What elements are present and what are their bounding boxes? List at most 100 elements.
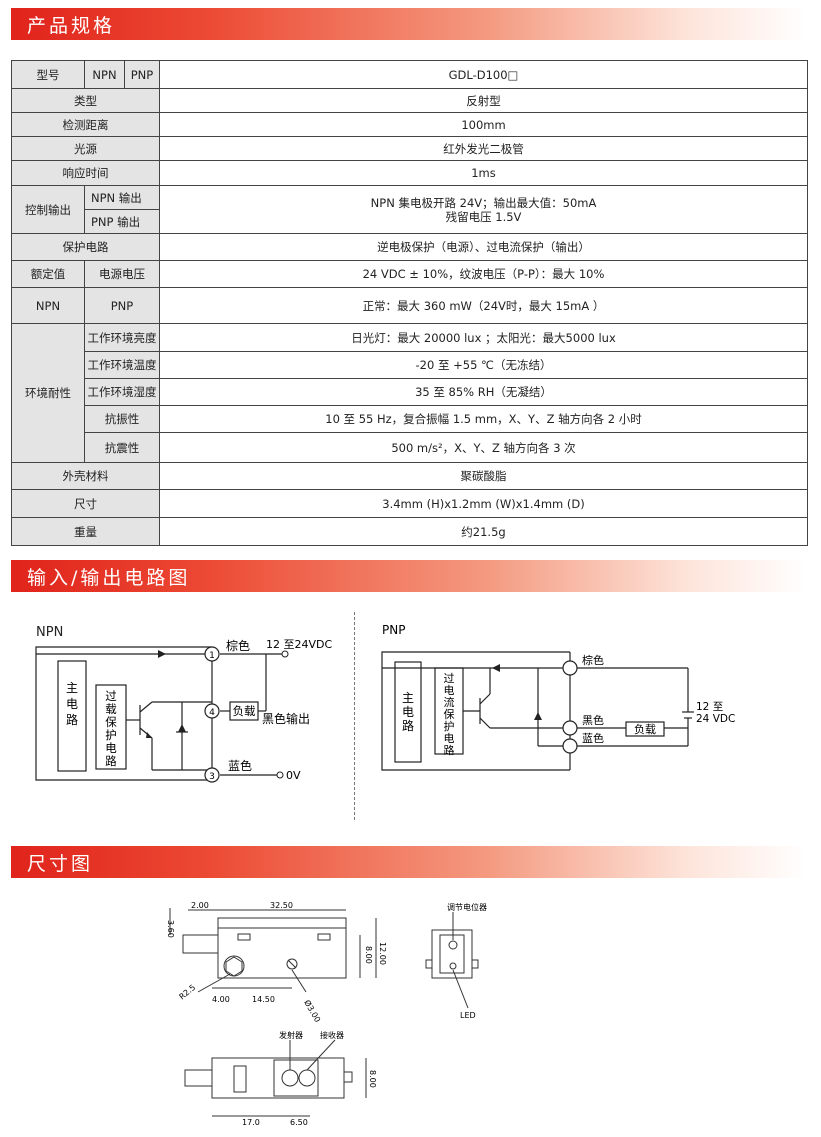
env-item-value: -20 至 +55 ℃（无冻结） (159, 351, 808, 379)
section-title: 尺寸图 (27, 853, 94, 875)
dim-170: 17.0 (242, 1118, 260, 1127)
row-value: 约21.5g (159, 517, 808, 546)
pnp-voltage-1: 12 至 (696, 701, 723, 713)
section-banner-spec: 产品规格 (11, 8, 807, 40)
dim-400: 4.00 (212, 995, 230, 1004)
label-emitter: 发射器 (279, 1030, 303, 1040)
npn-pin4: 4 (209, 708, 215, 718)
pnp-title: PNP (382, 623, 405, 637)
row-label: 外壳材料 (11, 462, 160, 490)
npn-zero: 0V (286, 769, 301, 782)
dimension-drawing: 2.00 32.50 3.60 8.00 12.00 4.00 14.50 R2… (166, 901, 487, 1127)
env-item-label: 工作环境亮度 (84, 323, 160, 352)
rated-label: 额定值 (11, 260, 85, 288)
row-value: 反射型 (159, 88, 808, 113)
dim-650: 6.50 (290, 1118, 308, 1127)
env-item-value: 500 m/s²，X、Y、Z 轴方向各 3 次 (159, 432, 808, 463)
dim-hole: Ø3.00 (302, 998, 323, 1024)
pnp-protect-char: 护 (444, 719, 455, 733)
control-output-value: NPN 集电极开路 24V；输出最大值：50mA 残留电压 1.5V (159, 185, 808, 234)
dim-1450: 14.50 (252, 995, 275, 1004)
pnp-protect-char: 电 (444, 684, 455, 697)
npn-supply: 12 至24VDC (266, 638, 332, 651)
npn-pin1: 1 (209, 651, 215, 661)
row-label: 光源 (11, 136, 160, 161)
env-item-label: 工作环境湿度 (84, 378, 160, 406)
spec-table: 型号 NPN PNP GDL-D100□ 类型 反射型 检测距离 100mm 光… (11, 60, 808, 546)
env-item-value: 10 至 55 Hz，复合振幅 1.5 mm，X、Y、Z 轴方向各 2 小时 (159, 405, 808, 433)
pnp-voltage-2: 24 VDC (696, 713, 735, 725)
npn-brown: 棕色 (226, 638, 250, 653)
pnp-output-label: PNP 输出 (84, 209, 160, 234)
protection-label: 保护电路 (11, 233, 160, 261)
row-value: 100mm (159, 112, 808, 137)
power-pnp-label: PNP (84, 287, 160, 324)
pnp-protect-char: 路 (444, 744, 455, 757)
row-label: 类型 (11, 88, 160, 113)
env-label: 环境耐性 (11, 323, 85, 463)
row-value: 1ms (159, 160, 808, 186)
env-item-value: 35 至 85% RH（无凝结） (159, 378, 808, 406)
npn-circuit-diagram: NPN 主 电 路 过 载 保 护 电 路 1 4 3 棕色 12 至24VDC… (35, 625, 332, 783)
env-item-label: 工作环境温度 (84, 351, 160, 379)
npn-protect-char: 护 (105, 728, 117, 742)
env-item-label: 抗振性 (84, 405, 160, 433)
model-pnp: PNP (124, 60, 160, 89)
section-banner-dimensions: 尺寸图 (11, 846, 807, 878)
npn-black-out: 黑色输出 (262, 711, 310, 726)
section-banner-io: 输入/输出电路图 (11, 560, 807, 592)
row-label: 尺寸 (11, 489, 160, 518)
row-value: 聚碳酸脂 (159, 462, 808, 490)
rated-sub-label: 电源电压 (84, 260, 160, 288)
label-led: LED (460, 1011, 476, 1020)
rated-value: 24 VDC ± 10%，纹波电压（P-P）：最大 10% (159, 260, 808, 288)
label-pot: 调节电位器 (447, 902, 487, 912)
dim-1200: 12.00 (378, 942, 387, 965)
row-label: 检测距离 (11, 112, 160, 137)
protection-value: 逆电极保护（电源）、过电流保护（输出） (159, 233, 808, 261)
pnp-protect-char: 过 (444, 672, 455, 685)
model-npn: NPN (84, 60, 125, 89)
env-item-value: 日光灯：最大 20000 lux ；太阳光：最大5000 lux (159, 323, 808, 352)
npn-blue: 蓝色 (228, 759, 252, 773)
row-label: 重量 (11, 517, 160, 546)
pnp-main-char: 主 (402, 691, 414, 705)
dim-200: 2.00 (191, 901, 209, 910)
npn-protect-char: 载 (105, 702, 117, 716)
env-item-label: 抗震性 (84, 432, 160, 463)
section-title: 输入/输出电路图 (27, 567, 191, 589)
npn-title: NPN (36, 625, 63, 640)
control-output-label: 控制输出 (11, 185, 85, 234)
npn-protect-char: 保 (105, 715, 117, 729)
pnp-blue: 蓝色 (582, 731, 604, 745)
pnp-circuit-diagram: PNP 主 电 路 过 电 流 保 护 电 路 棕色 黑色 蓝色 负载 12 至… (381, 623, 735, 771)
row-label: 响应时间 (11, 160, 160, 186)
row-value: 红外发光二极管 (159, 136, 808, 161)
dim-800b: 8.00 (368, 1070, 377, 1088)
section-title: 产品规格 (27, 15, 116, 37)
npn-main-char: 路 (66, 712, 78, 727)
model-label: 型号 (11, 60, 85, 89)
model-value: GDL-D100□ (159, 60, 808, 89)
pnp-black: 黑色 (582, 713, 604, 727)
pnp-load: 负载 (634, 722, 656, 736)
control-output-line2: 残留电压 1.5V (445, 209, 522, 224)
pnp-protect-char: 保 (444, 707, 455, 721)
npn-load: 负载 (233, 704, 256, 718)
pnp-protect-char: 流 (444, 695, 455, 709)
pnp-protect-char: 电 (444, 732, 455, 745)
dim-360: 3.60 (166, 920, 175, 938)
npn-protect-char: 过 (105, 689, 117, 703)
npn-protect-char: 电 (105, 741, 117, 755)
power-value: 正常：最大 360 mW（24V时，最大 15mA ） (159, 287, 808, 324)
label-receiver: 接收器 (320, 1030, 344, 1040)
npn-pin3: 3 (209, 772, 215, 782)
pnp-main-char: 电 (402, 705, 414, 719)
control-output-line1: NPN 集电极开路 24V；输出最大值：50mA (370, 195, 597, 210)
dim-3250: 32.50 (270, 901, 293, 910)
pnp-main-char: 路 (402, 718, 414, 733)
row-value: 3.4mm (H)x1.2mm (W)x1.4mm (D) (159, 489, 808, 518)
dim-r25: R2.5 (178, 983, 198, 1002)
dim-800: 8.00 (364, 946, 373, 964)
npn-main-char: 主 (66, 681, 78, 695)
